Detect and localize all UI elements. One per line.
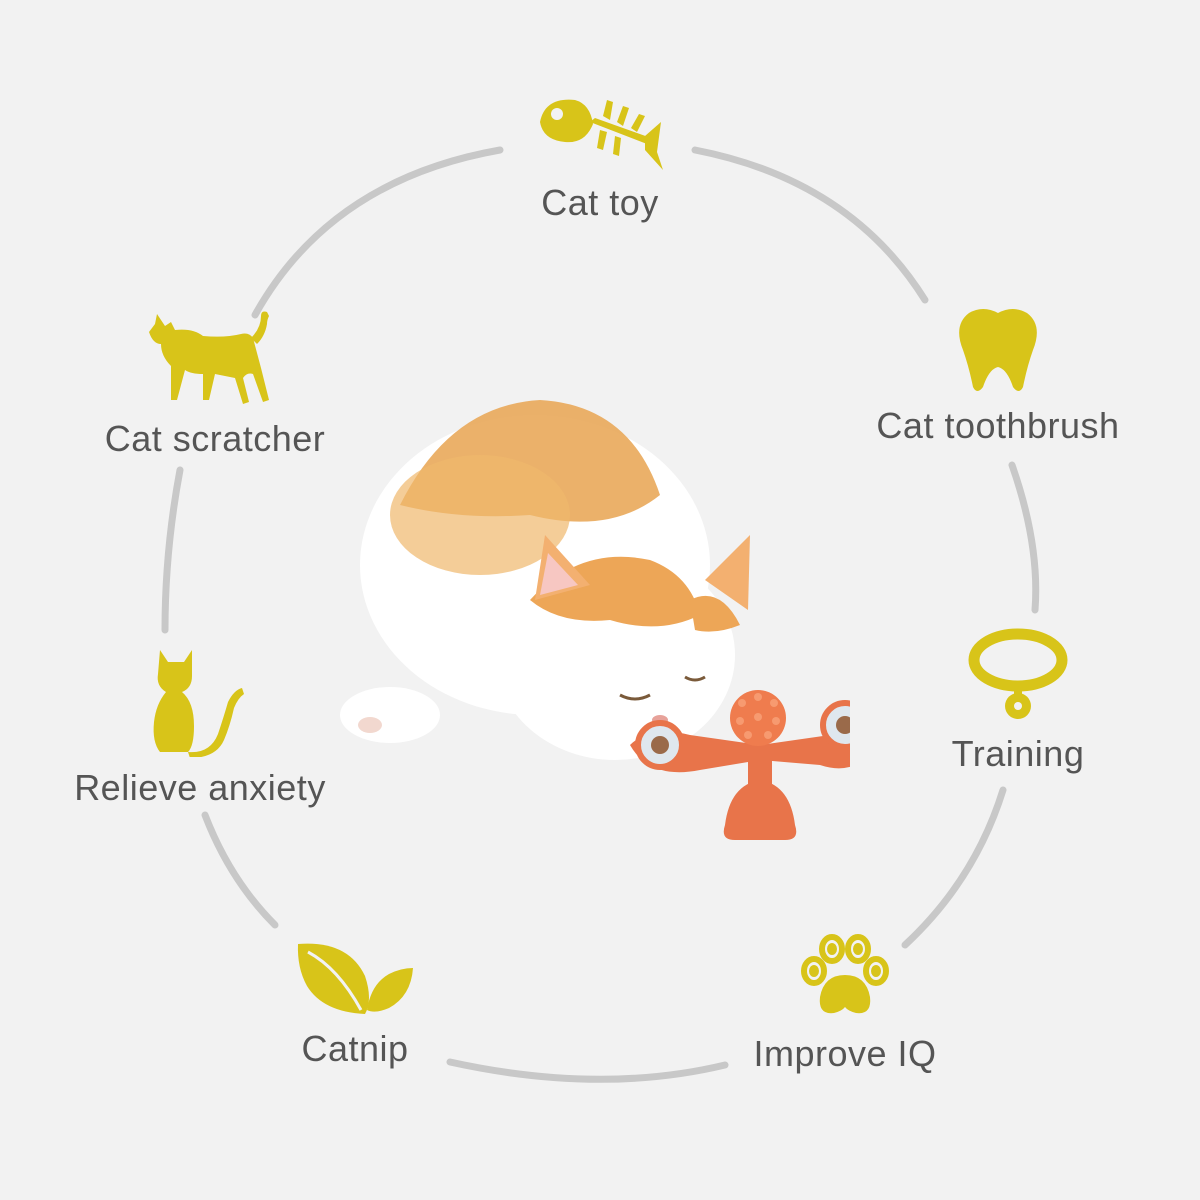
feature-label: Relieve anxiety — [74, 767, 326, 808]
feature-label: Cat toothbrush — [876, 405, 1120, 446]
paw-icon — [800, 934, 889, 1014]
ring-segment — [161, 466, 184, 634]
tooth-icon — [959, 309, 1037, 391]
leaf-icon — [297, 943, 413, 1014]
feature-training: Training — [918, 628, 1118, 775]
feature-cat-toy: Cat toy — [490, 92, 710, 224]
ring-segment — [901, 786, 1007, 949]
feature-catnip: Catnip — [255, 938, 455, 1070]
feature-label: Cat scratcher — [104, 418, 326, 459]
feature-improve-iq: Improve IQ — [735, 933, 955, 1075]
ring-segment — [251, 146, 504, 319]
ring-segment — [201, 811, 279, 929]
feature-label: Catnip — [301, 1028, 409, 1069]
ring-segment — [691, 146, 929, 304]
feature-label: Improve IQ — [753, 1033, 937, 1074]
feature-label: Training — [951, 733, 1085, 774]
fish-bone-icon — [540, 99, 663, 170]
feature-relieve-anxiety: Relieve anxiety — [50, 642, 350, 809]
ring-segment — [1008, 461, 1040, 614]
kitten-with-toy-image — [340, 400, 850, 840]
collar-icon — [968, 628, 1068, 719]
feature-cat-toothbrush: Cat toothbrush — [848, 305, 1148, 447]
feature-cat-scratcher: Cat scratcher — [70, 308, 360, 460]
windmill-toy — [630, 690, 850, 840]
feature-label: Cat toy — [541, 182, 659, 223]
sitting-cat-icon — [153, 650, 244, 757]
kitten — [340, 400, 750, 760]
walking-cat-icon — [149, 311, 269, 404]
ring-segment — [446, 1058, 729, 1083]
